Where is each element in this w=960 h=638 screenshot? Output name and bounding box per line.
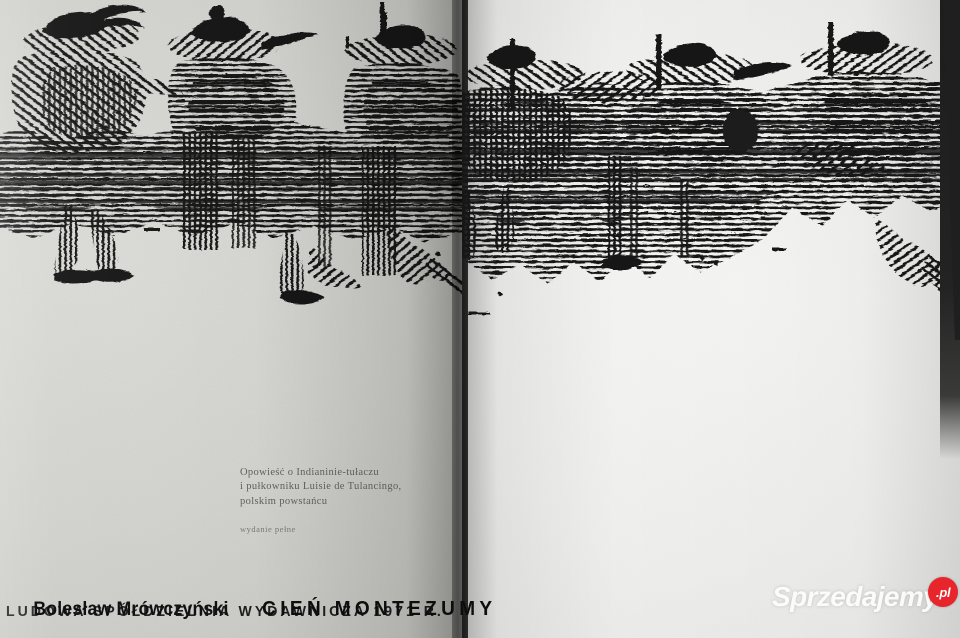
colophon-line-2: i pułkowniku Luisie de Tulancingo,	[240, 481, 402, 493]
colophon-block: Opowieść o Indianinie-tułaczu i pułkowni…	[240, 466, 470, 509]
right-page	[468, 0, 960, 638]
colophon-line-3: polskim powstańcu	[240, 495, 328, 507]
book-title: CIEŃ MONTEZUMY	[262, 598, 497, 620]
left-page: LUDOWA SPÓŁDZIELNIA WYDAWNICZA 1971 R.	[0, 0, 462, 638]
paper-grain-left	[0, 0, 462, 638]
author-name: Bolesław Mrówczyński	[33, 599, 229, 620]
colophon-line-1: Opowieść o Indianinie-tułaczu	[240, 467, 380, 478]
title-footline: Bolesław Mrówczyński CIEŃ MONTEZUMY	[26, 598, 503, 621]
paper-grain-right	[468, 0, 960, 638]
left-illustration	[0, 2, 462, 304]
publisher-imprint: LUDOWA SPÓŁDZIELNIA WYDAWNICZA 1971 R.	[6, 604, 444, 620]
edition-note: wydanie pełne	[240, 524, 296, 534]
